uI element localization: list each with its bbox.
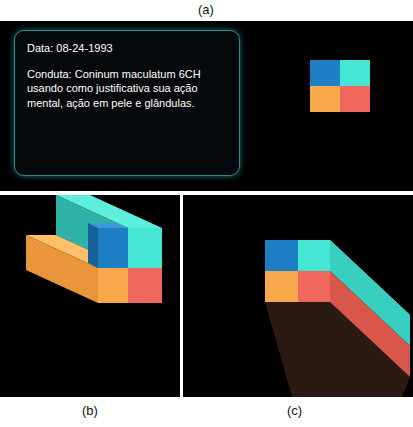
panel-label: (a) (198, 2, 214, 17)
panel-background (0, 21, 413, 191)
extruded-bar (26, 195, 162, 303)
cube-face (310, 60, 370, 112)
extruded-bar (265, 240, 410, 397)
panel-label: (c) (287, 403, 302, 418)
date-text: Data: 08-24-1993 (27, 41, 229, 56)
panel-background (183, 195, 413, 397)
panel-label: (b) (82, 403, 98, 418)
panel-background (0, 195, 180, 397)
info-panel: Data: 08-24-1993Conduta: Coninum maculat… (14, 30, 240, 176)
note-text: Conduta: Coninum maculatum 6CH usando co… (27, 67, 229, 111)
